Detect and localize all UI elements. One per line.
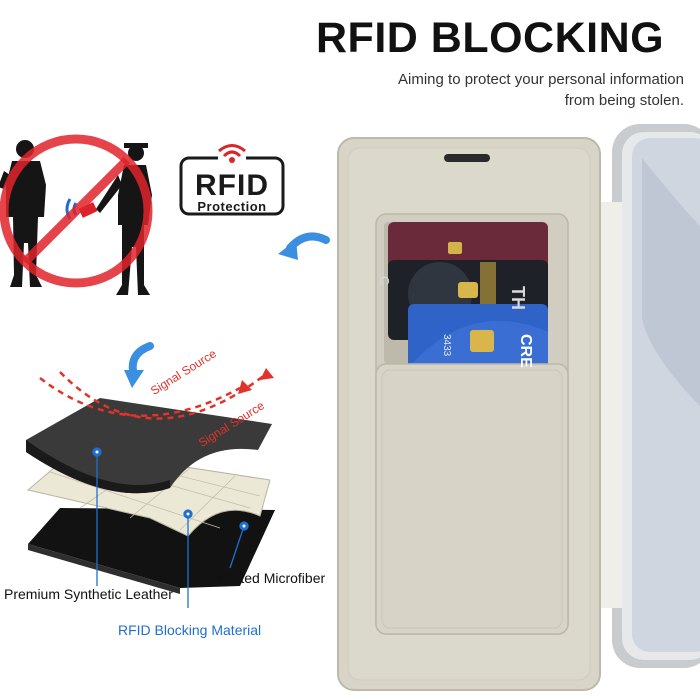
leather-layer: [26, 398, 272, 494]
microfiber-layer: [28, 508, 275, 588]
speaker-slot: [444, 154, 490, 162]
scanner-device: [78, 202, 98, 218]
rfid-protection-badge: RFID Protection: [178, 138, 286, 216]
prohibited-icon: [0, 134, 153, 288]
badge-title: RFID: [195, 169, 269, 202]
arrow-left-icon: [278, 232, 330, 260]
subtitle-line-1: Aiming to protect your personal informat…: [398, 71, 684, 88]
label-leather: Premium Synthetic Leather: [4, 586, 173, 602]
card2-text: TH: [508, 286, 528, 310]
page-subtitle: Aiming to protect your personal informat…: [324, 69, 684, 111]
card3-number: 3433: [441, 334, 452, 357]
page-title: RFID BLOCKING: [316, 14, 665, 62]
phone-case-illustration: [337, 124, 700, 691]
thief-prohibited-illustration: [0, 134, 153, 295]
card3-text: CRE: [517, 334, 534, 368]
arrow-down-icon: [124, 342, 154, 388]
label-microfiber: Imitated Microfiber: [210, 570, 326, 586]
badge-subtitle: Protection: [197, 199, 267, 214]
phone-body: [592, 124, 700, 668]
label-rfid-blocking: RFID Blocking Material: [118, 622, 262, 638]
layer-diagram: [26, 368, 275, 608]
card1-text: C: [377, 276, 392, 286]
signal-arrows: [39, 371, 267, 420]
wifi-signal-icon: [218, 144, 246, 164]
subtitle-line-2: from being stolen.: [564, 92, 684, 109]
